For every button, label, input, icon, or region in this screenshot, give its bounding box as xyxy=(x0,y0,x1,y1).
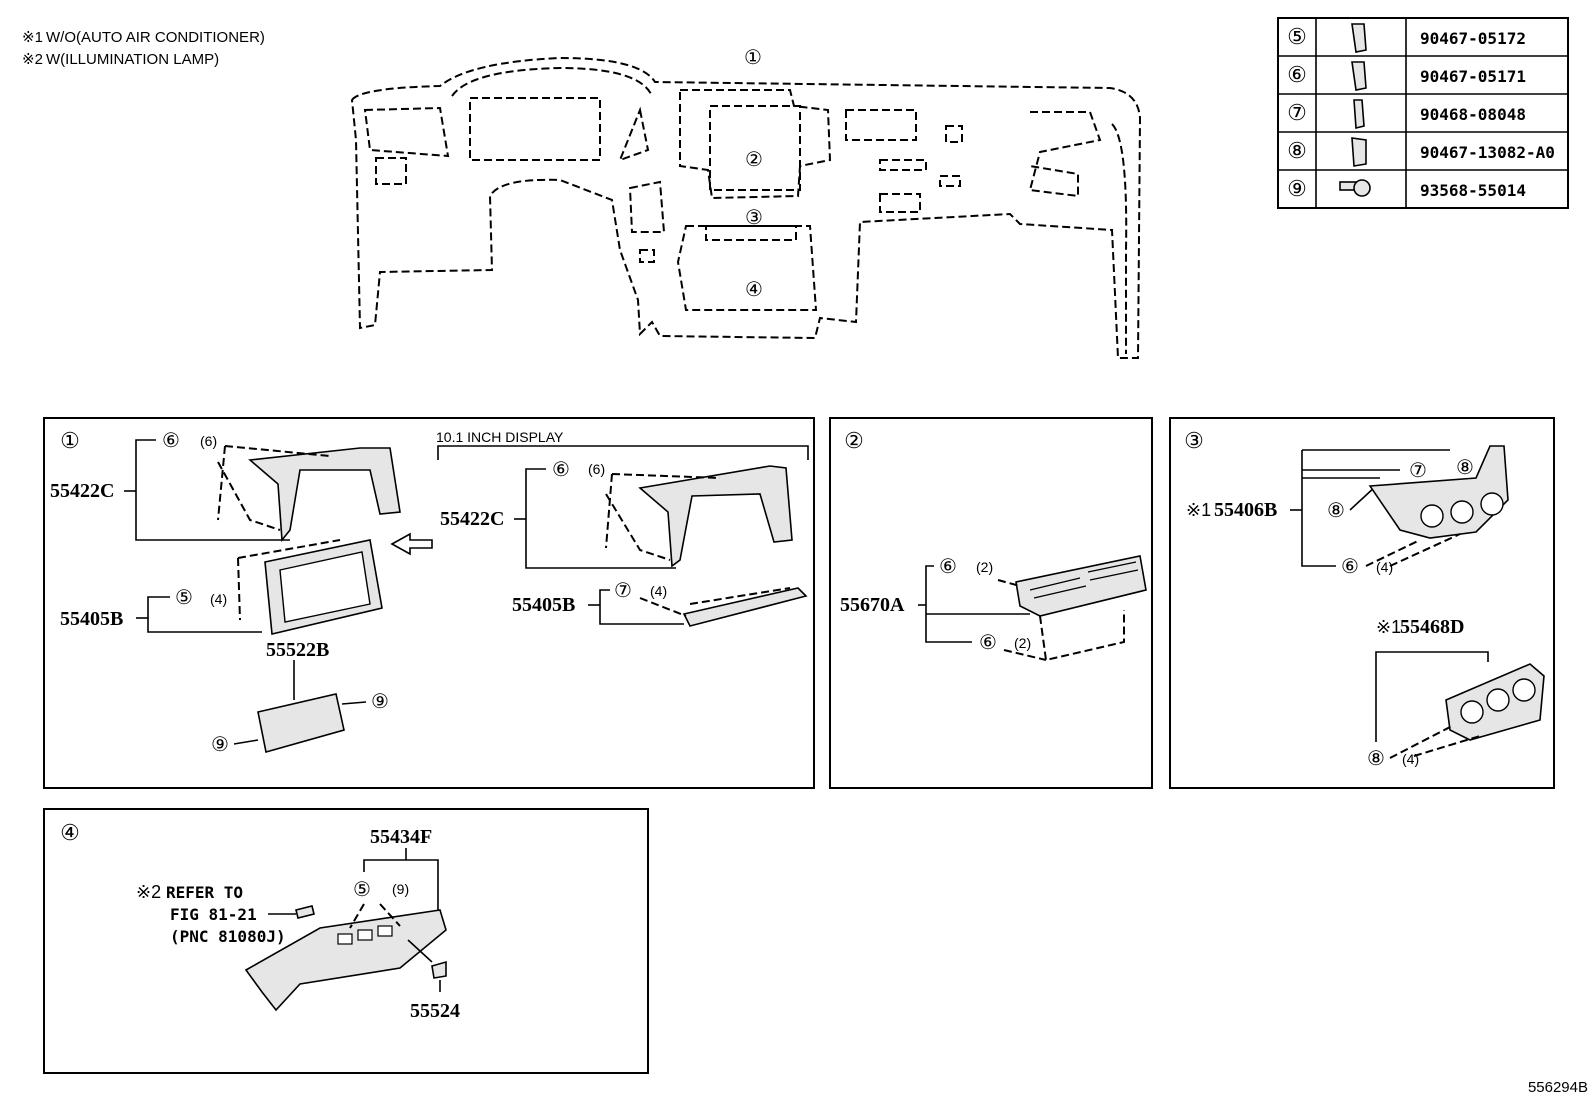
table-row-number: ⑧ xyxy=(1287,138,1307,163)
table-row-number: ⑦ xyxy=(1287,100,1307,125)
callout-6-top-qty: (2) xyxy=(976,559,993,575)
callout-7-qty: (4) xyxy=(650,583,667,599)
callout-6: ⑥ xyxy=(1341,556,1359,578)
callout-6-bottom-qty: (2) xyxy=(1014,635,1031,651)
callout-6-top: ⑥ xyxy=(939,556,957,578)
table-row: ⑧ 90467-13082-A0 xyxy=(1287,137,1555,167)
detail-panel-3: ③ ※1 55406B ⑧ ⑦ ⑧ ⑥ (4) ※1 55468D ⑧ (4) xyxy=(1169,417,1555,789)
instrument-panel-overview: ① ② ③ ④ xyxy=(350,47,1142,359)
table-row-part: 90468-08048 xyxy=(1420,105,1526,124)
arrow-icon xyxy=(390,532,433,556)
lower-panel xyxy=(244,909,447,1012)
callout-6-qty: (4) xyxy=(1376,559,1393,575)
vent-assembly xyxy=(1015,555,1147,617)
callout-9-right: ⑨ xyxy=(371,691,389,713)
panel-3-id: ③ xyxy=(1184,428,1204,453)
table-row-number: ⑤ xyxy=(1287,24,1307,49)
note-2-mark: ※2 xyxy=(22,51,43,68)
part-55670a: 55670A xyxy=(840,594,905,616)
overview-callout-1: ① xyxy=(744,47,762,69)
table-row-part: 90467-13082-A0 xyxy=(1420,143,1555,162)
callout-9-left: ⑨ xyxy=(211,734,229,756)
table-row-part: 93568-55014 xyxy=(1420,181,1526,200)
callout-8-left: ⑧ xyxy=(1327,500,1345,522)
clip-icon xyxy=(1351,23,1367,53)
callout-6-right-qty: (6) xyxy=(588,461,605,477)
callout-6-qty: (6) xyxy=(200,433,217,449)
table-row: ⑤ 90467-05172 xyxy=(1287,23,1526,53)
callout-7: ⑦ xyxy=(1409,460,1427,482)
refer-line-3: (PNC 81080J) xyxy=(170,927,286,946)
control-panel xyxy=(1368,445,1509,539)
table-row-number: ⑥ xyxy=(1287,62,1307,87)
table-row: ⑦ 90468-08048 xyxy=(1287,99,1526,130)
panel-4-id: ④ xyxy=(60,820,80,845)
part-55406b-mark: ※1 xyxy=(1186,500,1211,520)
clip-icon xyxy=(1353,99,1365,130)
callout-7: ⑦ xyxy=(614,580,632,602)
clip-icon xyxy=(1351,137,1367,167)
part-55422c-left: 55422C xyxy=(50,480,114,502)
callout-8-bottom-qty: (4) xyxy=(1402,751,1419,767)
table-row: ⑨ 93568-55014 xyxy=(1287,176,1526,201)
switch-part xyxy=(431,960,447,979)
table-row-part: 90467-05172 xyxy=(1420,29,1526,48)
screw-icon xyxy=(1339,179,1371,197)
fastener-table: ⑤ 90467-05172 ⑥ 90467-05171 ⑦ 90468-0804… xyxy=(1277,17,1569,209)
callout-5: ⑤ xyxy=(353,879,371,901)
bulb-icon xyxy=(295,905,315,919)
callout-5: ⑤ xyxy=(175,587,193,609)
overview-callout-4: ④ xyxy=(745,279,763,301)
refer-line-1: REFER TO xyxy=(166,883,243,902)
part-55434f: 55434F xyxy=(370,826,432,848)
part-55468d-mark: ※1 xyxy=(1376,617,1401,637)
bracket-part xyxy=(248,447,401,543)
refer-line-2: FIG 81-21 xyxy=(170,905,257,924)
table-row: ⑥ 90467-05171 xyxy=(1287,61,1526,91)
table-row-part: 90467-05171 xyxy=(1420,67,1526,86)
part-55468d: 55468D xyxy=(1400,616,1464,638)
callout-6: ⑥ xyxy=(162,430,180,452)
display-panel xyxy=(257,693,345,754)
part-55406b: 55406B xyxy=(1214,499,1277,521)
trim-strip xyxy=(682,587,808,627)
panel-1-id: ① xyxy=(60,428,80,453)
callout-6-bottom: ⑥ xyxy=(979,632,997,654)
bracket-part-right xyxy=(638,465,793,568)
part-55524: 55524 xyxy=(410,1000,460,1022)
figure-id: 556294B xyxy=(1528,1079,1588,1096)
overview-callout-2: ② xyxy=(745,149,763,171)
callout-5-qty: (4) xyxy=(210,591,227,607)
detail-panel-1: ① 55422C ⑥ (6) 55405B ⑤ (4) 55522B ⑨ ⑨ 1… xyxy=(43,417,815,789)
table-row-number: ⑨ xyxy=(1287,176,1307,201)
detail-panel-2: ② 55670A ⑥ (2) ⑥ (2) xyxy=(829,417,1153,789)
callout-5-qty: (9) xyxy=(392,881,409,897)
callout-6-right: ⑥ xyxy=(552,459,570,481)
overview-callout-3: ③ xyxy=(745,207,763,229)
display-title: 10.1 INCH DISPLAY xyxy=(436,429,564,445)
note-2-text: W(ILLUMINATION LAMP) xyxy=(46,51,219,68)
part-55522b: 55522B xyxy=(266,639,329,661)
callout-8-bottom: ⑧ xyxy=(1367,748,1385,770)
refer-mark: ※2 xyxy=(136,882,161,902)
part-55405b-left: 55405B xyxy=(60,608,123,630)
note-1-mark: ※1 xyxy=(22,29,43,46)
part-55422c-right: 55422C xyxy=(440,508,504,530)
note-1-text: W/O(AUTO AIR CONDITIONER) xyxy=(46,29,265,46)
clip-icon xyxy=(1351,61,1367,91)
callout-8-right: ⑧ xyxy=(1456,457,1474,479)
panel-2-id: ② xyxy=(844,428,864,453)
detail-panel-4: ④ 55434F ⑤ (9) ※2 REFER TO FIG 81-21 (PN… xyxy=(43,808,649,1074)
part-55405b-right: 55405B xyxy=(512,594,575,616)
